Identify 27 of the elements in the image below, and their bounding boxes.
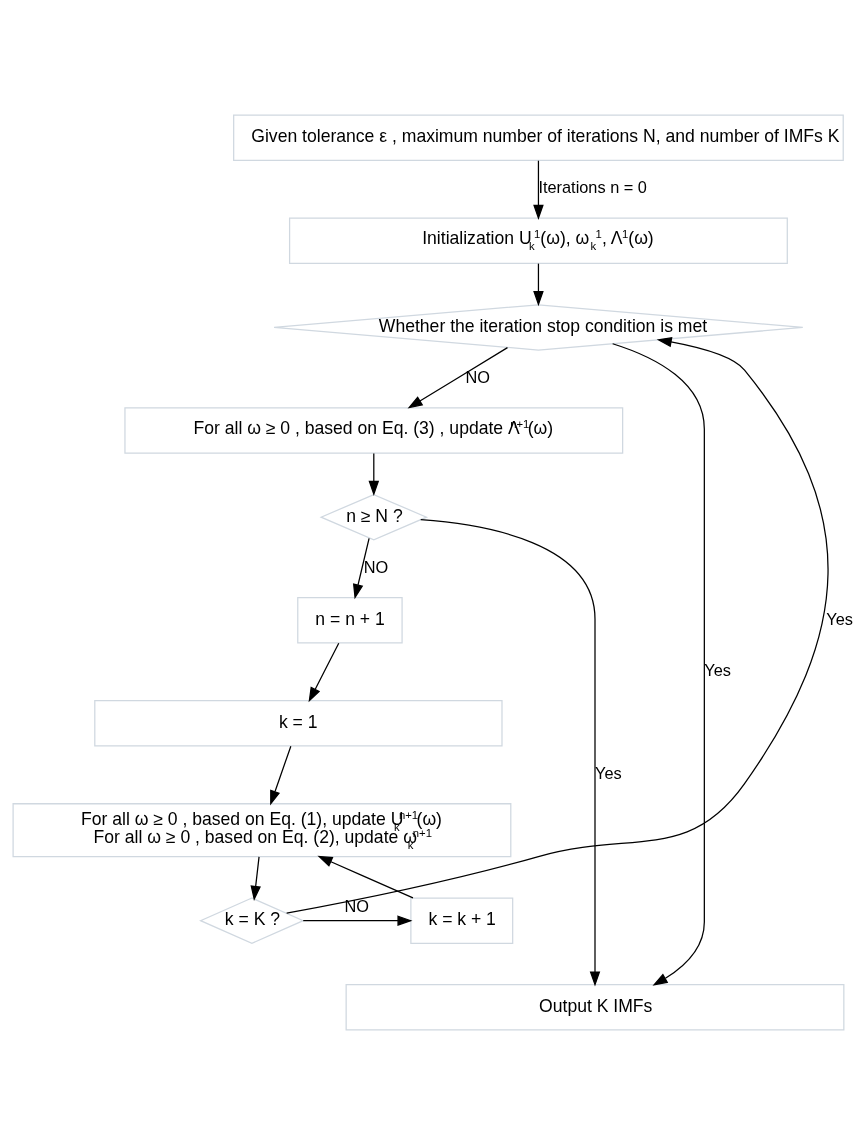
edge-label: NO <box>465 368 491 387</box>
arrow <box>308 642 340 703</box>
arrow <box>317 855 414 899</box>
node-box: Output K IMFs <box>345 984 845 1031</box>
arrow <box>407 346 509 409</box>
edge-label: NO <box>363 558 389 576</box>
edge-label: Iterations n = 0 <box>538 178 647 197</box>
arrow <box>533 263 544 307</box>
node-box: Given tolerance ε , maximum number of iterations N, and number of IMFs K <box>233 114 844 161</box>
arrow <box>368 452 380 496</box>
edge-label: Yes <box>826 609 853 628</box>
arrow <box>612 343 705 986</box>
edge-label: Yes <box>704 661 731 680</box>
arrow <box>533 160 544 220</box>
node-box: k = 1 <box>94 700 503 747</box>
node-diamond: n ≥ N ? <box>319 493 429 541</box>
arrow <box>270 745 292 806</box>
arrow <box>302 915 413 926</box>
arrow <box>250 856 261 901</box>
node-box: n = n + 1 <box>297 597 403 644</box>
edge-label: NO <box>344 897 370 916</box>
arrow <box>420 519 601 987</box>
node-diamond: k = K ? <box>199 897 305 944</box>
node-box: Initialization U$_{k}$$^{1}$(ω), ω$_{k}$$^{1}$, Λ$^{1}$(ω) <box>288 217 788 264</box>
arrow <box>286 336 829 914</box>
node-box: k = k + 1 <box>410 897 514 944</box>
arrow <box>352 537 370 600</box>
